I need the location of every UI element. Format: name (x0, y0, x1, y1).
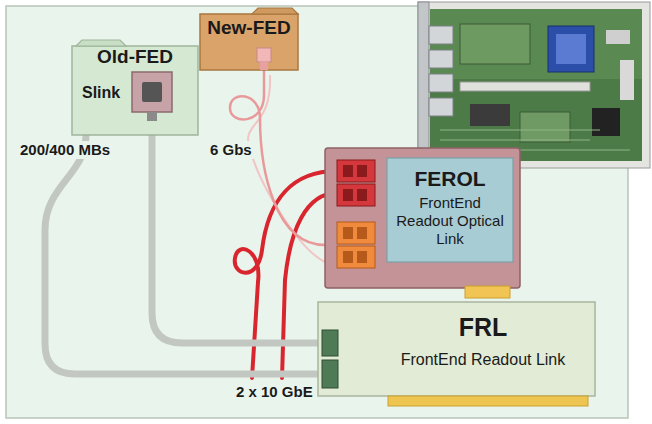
box-outline-part (325, 148, 520, 288)
box-outline-part (322, 330, 338, 356)
board-photo-part (429, 26, 453, 44)
box-subtitle: FrontEnd Readout Link (378, 350, 588, 369)
box-outline-part (337, 160, 375, 182)
box-outline (318, 302, 595, 396)
box-title: FEROL (387, 166, 513, 191)
box-outline-part (200, 14, 298, 70)
board-photo-part (429, 50, 453, 68)
box-outline-part (343, 189, 353, 201)
box-outline-part (147, 112, 157, 121)
rate-label: 6 Gbs (208, 141, 254, 159)
board-photo-part (418, 2, 429, 168)
box-outline-part (76, 40, 126, 46)
box-subtitle: Slink (82, 83, 120, 102)
box-outline-part (357, 165, 367, 177)
box-outline-part (343, 251, 353, 263)
board-photo-part (470, 104, 510, 126)
box-outline-part (322, 360, 338, 388)
box-outline-part (318, 302, 595, 396)
slink-cable (152, 135, 318, 343)
box-outline-part (343, 165, 353, 177)
fed-box: New-FED (200, 8, 298, 70)
box-outline-part (337, 184, 375, 206)
fed-box: Old-FED Slink (72, 40, 198, 135)
box-outline-part (132, 72, 172, 112)
board-photo-part (556, 34, 586, 64)
board-photo-part (460, 24, 530, 64)
board-photo (418, 2, 650, 168)
box-title: Old-FED (72, 46, 198, 69)
box-outline-part (343, 227, 353, 239)
box-outline-part (357, 227, 367, 239)
box-title: FRL (378, 312, 588, 342)
board-photo-part (430, 9, 642, 161)
box-outline-part (357, 251, 367, 263)
box-outline-part (357, 189, 367, 201)
rate-label: 200/400 MBs (18, 141, 112, 159)
board-photo-part (592, 108, 620, 136)
box-title: New-FED (200, 17, 298, 40)
box-outline-part (337, 246, 375, 268)
board-photo-part (620, 60, 634, 100)
box-outline-part (260, 62, 268, 70)
ethernet-fibers-part (235, 171, 337, 378)
board-photo-part (429, 98, 453, 116)
faded-fiber (248, 75, 325, 262)
board-photo-part (418, 2, 650, 168)
box-outline-part (257, 48, 271, 62)
board-photo-part (606, 30, 630, 44)
frl-board: FRL FrontEnd Readout Link (318, 302, 595, 396)
box-outline-part (337, 222, 375, 244)
rate-label: 2 x 10 GbE (234, 383, 315, 401)
slink-cable (45, 135, 318, 374)
box-outline-part (465, 286, 510, 298)
board-photo-part (520, 112, 570, 142)
board-photo-part (429, 74, 453, 92)
board-photo-part (440, 130, 630, 150)
box-outline-part (387, 158, 513, 262)
box-outline-part (142, 82, 162, 102)
box-outline-part (388, 396, 588, 406)
box-outline-part (252, 8, 298, 14)
board-photo-part (548, 26, 594, 72)
ferol-board: FEROL FrontEnd Readout Optical Link (325, 148, 520, 298)
board-photo-part (430, 9, 642, 79)
box-subtitle: FrontEnd Readout Optical Link (391, 194, 509, 248)
box-outline-part (72, 46, 198, 135)
board-photo-part (460, 82, 590, 91)
ethernet-fibers (235, 171, 337, 378)
